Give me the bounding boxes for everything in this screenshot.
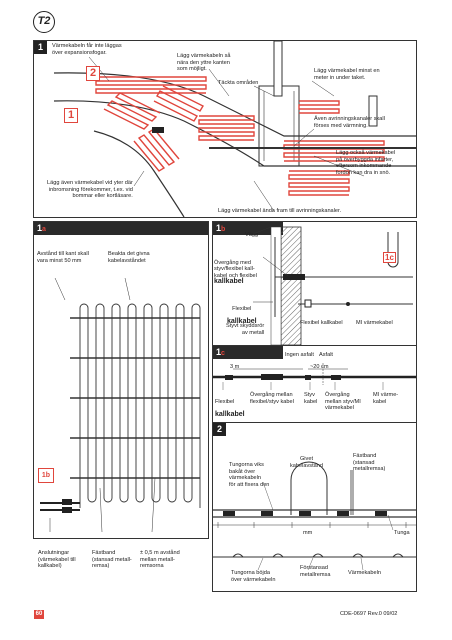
logo-text: T2: [37, 15, 51, 27]
section-1c-num: 1: [216, 347, 222, 357]
fixing-strip-diagram: [213, 461, 416, 571]
t2-logo: T2: [33, 11, 55, 33]
transition-text-main: Övergång med styv/flexibel kall- kabel o…: [214, 259, 257, 279]
cable-layers-diagram: [213, 363, 416, 390]
section-1-panel: [33, 40, 417, 218]
note-drain-channels: Även avrinningskanaler skall förses med …: [314, 116, 385, 129]
section-1a-header: 1a: [34, 222, 208, 235]
note-outer-edge: Lägg värmekabeln så nära den yttre kante…: [177, 53, 231, 73]
parking-lot-diagram: [53, 41, 416, 217]
dim-3m-label: 3 m: [230, 364, 240, 370]
asphalt-label: Asfalt: [319, 352, 333, 358]
section-1a-panel: [33, 221, 209, 539]
sub-marker-1b: 1b: [38, 468, 54, 483]
transition-text: Övergång med styv/flexibel kall- kabel o…: [214, 253, 257, 286]
fixing-strip-label: Fästband (stansad metallremsa): [353, 453, 386, 473]
distance-label: ± 0,5 m avstånd mellan metall- remsorna: [140, 550, 180, 570]
sub-marker-1c: 1c: [383, 252, 396, 263]
section-1b-num: 1: [216, 223, 222, 233]
note-expansion: Värmekabeln får inte läggas över expansi…: [52, 43, 122, 56]
cold-cable-label: kallkabel: [227, 317, 257, 325]
heating-cable-label: Värmekabeln: [348, 570, 381, 576]
sub-marker-1c-text: 1c: [385, 253, 394, 262]
mi-heating-1c: MI värme- kabel: [373, 392, 399, 405]
flexible-label: Flexibel: [232, 305, 252, 312]
transition-mi-1c: Övergång mellan styv/MI värmekabel: [325, 392, 361, 412]
note-edge-distance: Avstånd till kant skall vara minst 50 mm: [37, 251, 89, 264]
note-cable-spacing: Beakta det givna kabelavståndet: [108, 251, 150, 264]
section-1-badge: 1: [34, 41, 47, 54]
dim-20cm-label: ~20 cm: [310, 364, 329, 370]
covered-areas-label: Täckta områden: [218, 80, 259, 86]
flex-label-1c: Flexibel kallkabel: [215, 392, 245, 418]
section-1b-sub: b: [221, 226, 226, 233]
marker-1: 1: [64, 108, 78, 123]
rigid-cable-1c: Styv kabel: [304, 392, 318, 405]
marker-2: 2: [86, 66, 100, 81]
fixing-band-label: Fästband (stansad metall- remsa): [92, 550, 132, 570]
transition-text-bold: kallkabel: [214, 278, 244, 286]
wall-transition-diagram: [252, 226, 413, 345]
reinforced-strip-label: Förstansad metallremsa: [300, 565, 331, 578]
flex-cold-cable-label: Flexibel kallkabel: [227, 299, 257, 325]
tongue-label: Tunga: [394, 530, 410, 536]
flexible-cold-cable-label: Flexibel kallkabel: [300, 320, 343, 326]
section-1c-sub: c: [221, 350, 225, 357]
note-transitions: Lägg också värmekabel på överbyggda infa…: [336, 150, 396, 176]
flexible-1c: Flexibel: [215, 398, 235, 405]
note-front: Lägg värmekabel ända fram till avrinning…: [218, 208, 342, 214]
sub-marker-1b-text: 1b: [41, 472, 51, 479]
cold-cable-1c: kallkabel: [215, 410, 245, 418]
section-1b-header: 1b: [213, 222, 283, 235]
mi-cable-label: MI värmekabel: [356, 320, 393, 326]
rigid-protect-label: Styvt skyddsrör av metall: [226, 323, 265, 336]
serpentine-layout-diagram: [40, 278, 201, 533]
connections-label: Anslutningar (värmekabel till kallkabel): [38, 550, 76, 570]
unit-mm-label: mm: [303, 530, 313, 536]
given-distance-label: Givet kabelavstånd: [290, 456, 323, 469]
section-1a-num: 1: [37, 223, 43, 233]
note-braking: Lägg även värmekabel vid yter där inbrom…: [47, 180, 133, 200]
note-min-under-roof: Lägg värmekabel minst en meter in under …: [314, 68, 380, 81]
transition-1c: Övergång mellan flexibel/styv kabel: [250, 392, 294, 405]
page-number: 60: [34, 610, 44, 619]
document-code: CDE-0697 Rev.0 09/02: [340, 611, 398, 617]
section-2-panel: [212, 422, 417, 592]
section-1a-sub: a: [42, 226, 46, 233]
wall-label: Vägg: [245, 232, 259, 238]
section-1c-header: 1c: [213, 346, 283, 359]
bent-tongues-label: Tungorna böjda över värmekabeln: [231, 570, 276, 583]
no-asphalt-label: Ingen asfalt: [285, 352, 314, 358]
note-tongues: Tungorna viks bakåt över värmekabeln för…: [229, 462, 270, 488]
section-2-badge: 2: [213, 423, 226, 436]
